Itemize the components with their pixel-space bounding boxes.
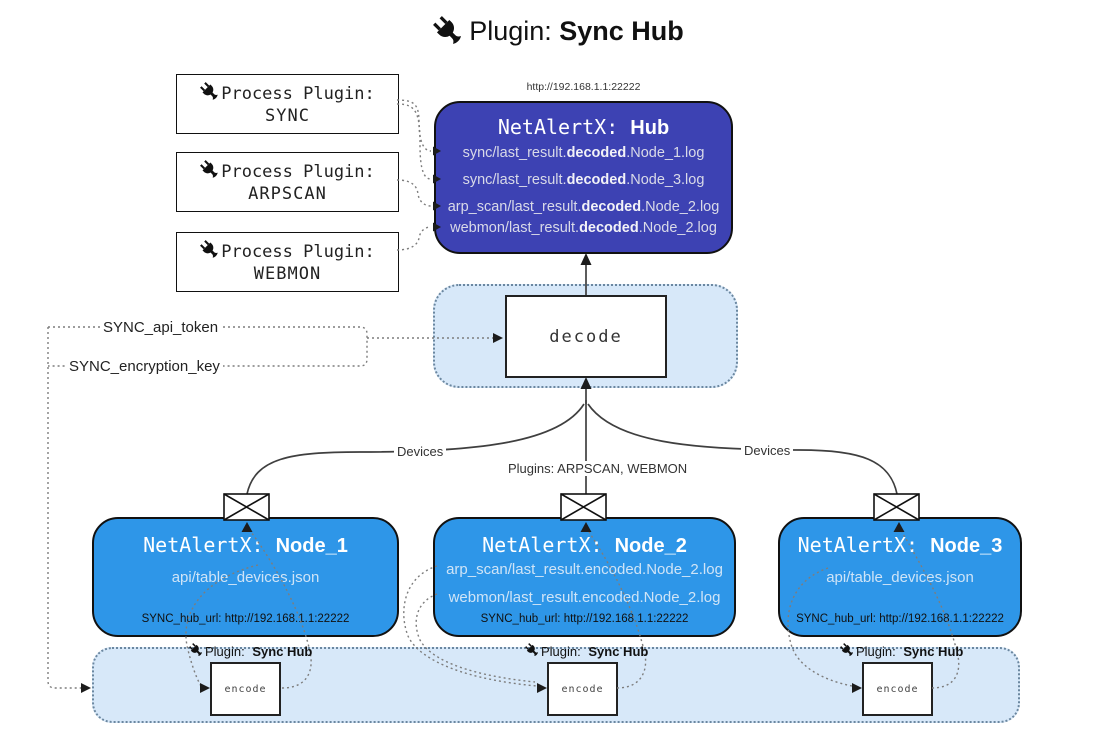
hub-url-label: http://192.168.1.1:22222 bbox=[526, 81, 641, 93]
plug-icon bbox=[200, 240, 219, 264]
node-file-line: api/table_devices.json bbox=[171, 569, 320, 586]
process-plugin-label: Process Plugin: bbox=[221, 162, 375, 182]
page-title: Plugin: Sync Hub bbox=[0, 16, 1117, 53]
sync-encryption-key-label: SYNC_encryption_key bbox=[66, 358, 223, 375]
encode-plugin-label-3: Plugin: Sync Hub bbox=[840, 643, 963, 660]
hub-log-line: sync/last_result.decoded.Node_3.log bbox=[462, 172, 705, 188]
plug-icon bbox=[433, 16, 463, 53]
encode-plugin-label-2: Plugin: Sync Hub bbox=[525, 643, 648, 660]
node-file-line: arp_scan/last_result.encoded.Node_2.log bbox=[446, 561, 723, 578]
hub-log-line: webmon/last_result.decoded.Node_2.log bbox=[450, 220, 717, 236]
hub-title-prefix: NetAlertX: bbox=[497, 115, 631, 139]
plug-icon bbox=[840, 643, 854, 660]
plug-icon bbox=[189, 643, 203, 660]
node-box-3: NetAlertX: Node_3 api/table_devices.json… bbox=[778, 517, 1022, 637]
process-plugin-box-arpscan: Process Plugin: ARPSCAN bbox=[176, 152, 399, 212]
plug-icon bbox=[200, 82, 219, 106]
encode-box-2: encode bbox=[547, 662, 618, 716]
node-box-1: NetAlertX: Node_1 api/table_devices.json… bbox=[92, 517, 399, 637]
encode-box-1: encode bbox=[210, 662, 281, 716]
process-plugin-box-webmon: Process Plugin: WEBMON bbox=[176, 232, 399, 292]
plugins-label-middle: Plugins: ARPSCAN, WEBMON bbox=[505, 461, 691, 476]
devices-label-right: Devices bbox=[741, 443, 794, 458]
title-name: Sync Hub bbox=[559, 16, 684, 46]
encode-box-3: encode bbox=[862, 662, 933, 716]
devices-label-left: Devices bbox=[394, 444, 447, 459]
node-file-line: webmon/last_result.encoded.Node_2.log bbox=[448, 589, 721, 606]
hub-log-line: arp_scan/last_result.decoded.Node_2.log bbox=[447, 199, 720, 215]
hub-title-name: Hub bbox=[630, 117, 670, 139]
process-plugin-name: ARPSCAN bbox=[248, 184, 327, 204]
process-plugin-label: Process Plugin: bbox=[221, 242, 375, 262]
sync-api-token-label: SYNC_api_token bbox=[100, 319, 222, 336]
node-box-2: NetAlertX: Node_2 arp_scan/last_result.e… bbox=[433, 517, 736, 637]
node-file-line: api/table_devices.json bbox=[826, 569, 974, 586]
node-hub-url: SYNC_hub_url: http://192.168.1.1:22222 bbox=[141, 613, 350, 625]
decode-box: decode bbox=[505, 295, 667, 378]
process-plugin-box-sync: Process Plugin: SYNC bbox=[176, 74, 399, 134]
hub-log-line: sync/last_result.decoded.Node_1.log bbox=[462, 145, 705, 161]
title-prefix: Plugin: bbox=[469, 16, 552, 46]
node-hub-url: SYNC_hub_url: http://192.168.1.1:22222 bbox=[796, 613, 1004, 625]
process-plugin-label: Process Plugin: bbox=[221, 84, 375, 104]
encode-plugin-label-1: Plugin: Sync Hub bbox=[189, 643, 312, 660]
plug-icon bbox=[525, 643, 539, 660]
hub-box: NetAlertX: Hub sync/last_result.decoded.… bbox=[434, 101, 733, 254]
process-plugin-name: SYNC bbox=[265, 106, 310, 126]
node-hub-url: SYNC_hub_url: http://192.168.1.1:22222 bbox=[480, 613, 689, 625]
process-plugin-name: WEBMON bbox=[253, 264, 322, 284]
plug-icon bbox=[200, 160, 219, 184]
